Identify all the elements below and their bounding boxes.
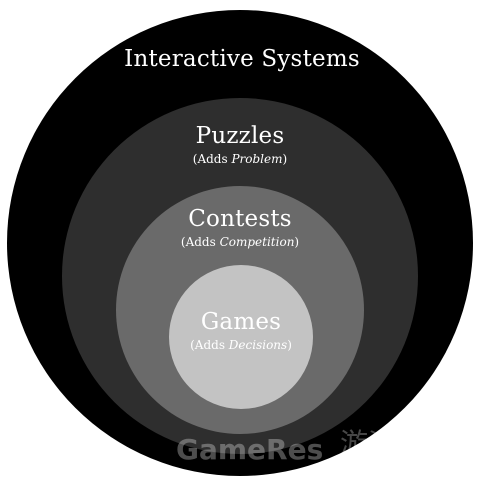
games-subtitle-prefix: (Adds [190,338,229,352]
contests-subtitle-prefix: (Adds [181,235,220,249]
watermark-url: http://gameres.com [344,459,433,469]
puzzles-subtitle: (Adds Problem) [193,152,287,166]
contests-title: Contests [188,206,292,232]
watermark-chinese: 游资网 [340,427,424,460]
games-title: Games [201,309,281,335]
interactive-systems-title: Interactive Systems [124,46,360,72]
watermark: GameRes 游资网 http://gameres.com [176,427,433,469]
contests-subtitle-suffix: ) [294,235,299,249]
puzzles-subtitle-keyword: Problem [230,152,282,166]
games-subtitle-keyword: Decisions [228,338,287,352]
games-subtitle-suffix: ) [287,338,292,352]
watermark-brand: GameRes [176,433,323,466]
contests-subtitle: (Adds Competition) [181,235,299,249]
contests-subtitle-keyword: Competition [220,235,295,249]
puzzles-subtitle-prefix: (Adds [193,152,232,166]
puzzles-title: Puzzles [196,123,285,149]
games-subtitle: (Adds Decisions) [190,338,292,352]
circle-games [169,265,313,409]
puzzles-subtitle-suffix: ) [283,152,288,166]
